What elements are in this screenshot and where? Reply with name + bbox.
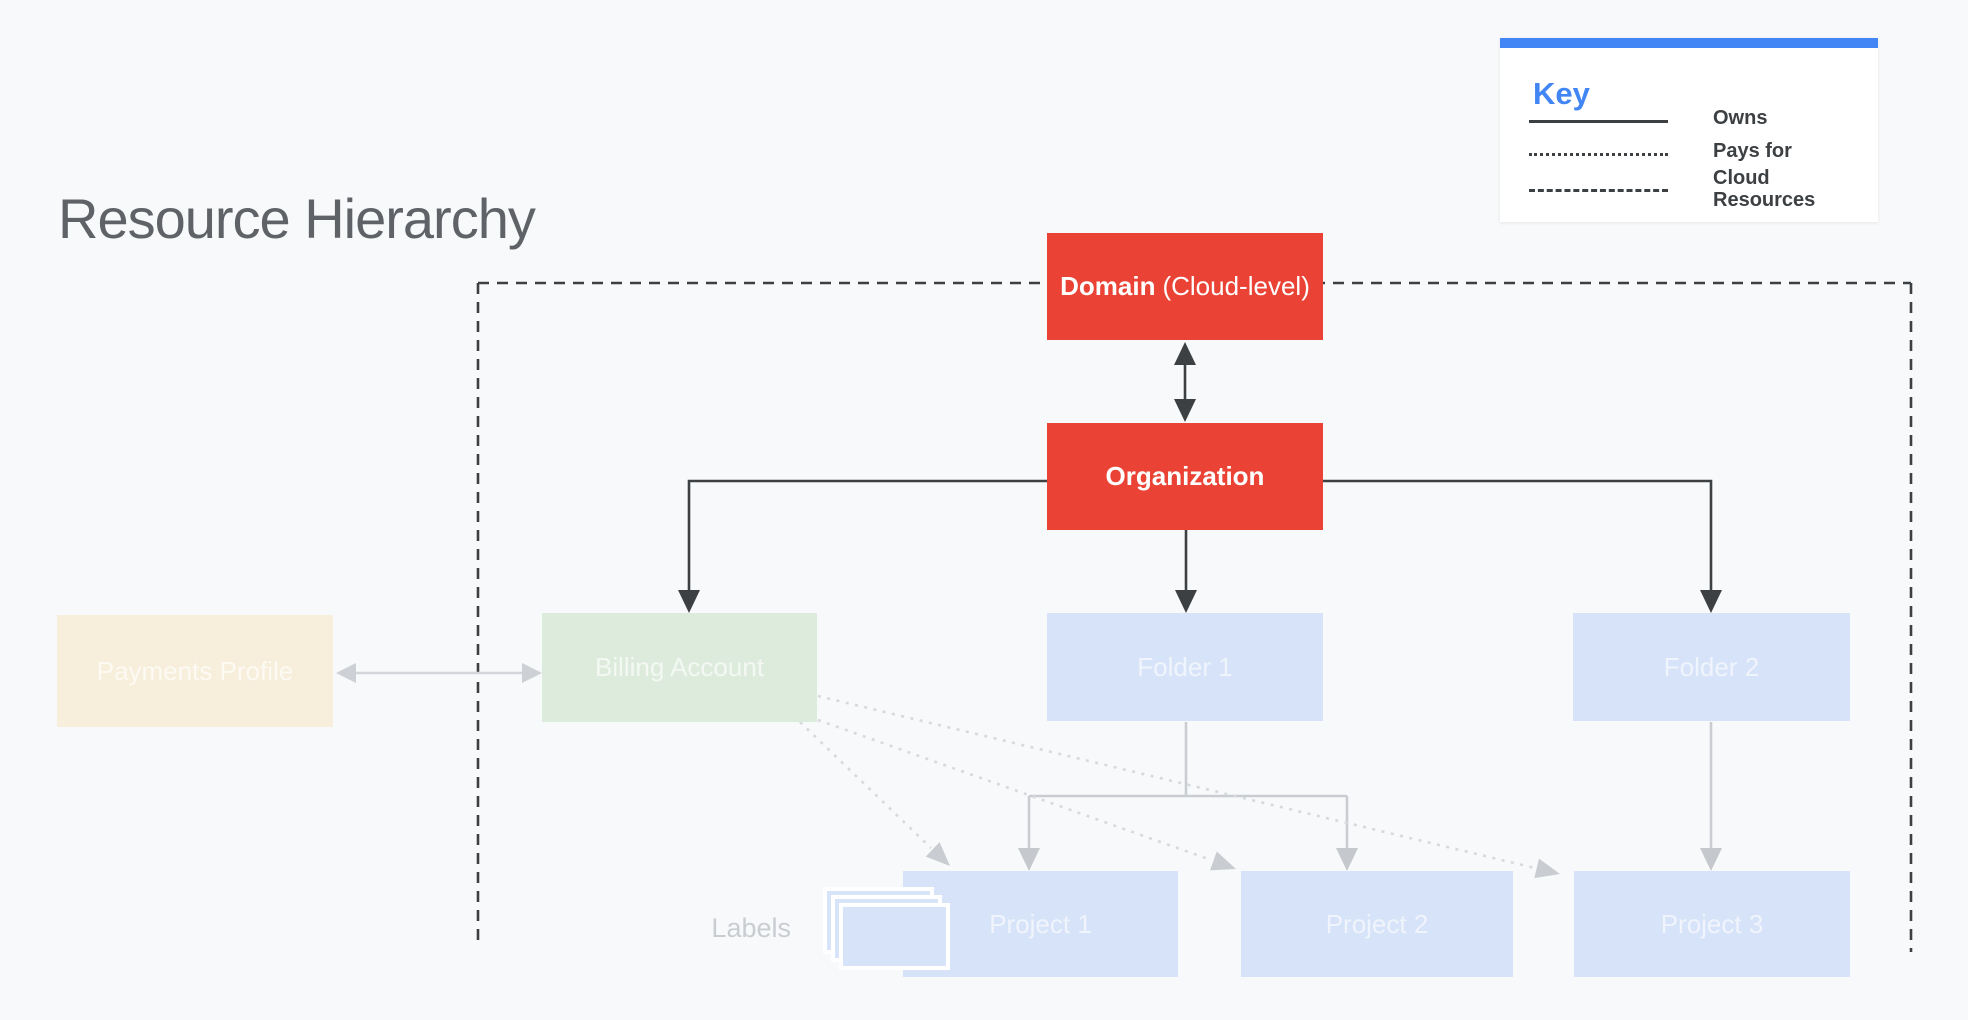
arrowhead-into-billing bbox=[678, 590, 700, 613]
cloud-resources-line-sample bbox=[1529, 189, 1668, 192]
organization-label: Organization bbox=[1105, 461, 1265, 491]
owns-line-org-to-billing bbox=[687, 479, 1048, 590]
billing-account-label: Billing Account bbox=[594, 652, 765, 682]
project3-box: Project 3 bbox=[1574, 871, 1850, 977]
folder1-label: Folder 1 bbox=[1137, 651, 1233, 682]
gray-arrowhead-into-project3 bbox=[1700, 848, 1722, 871]
payments-profile-box: Payments Profile bbox=[57, 615, 333, 727]
arrowhead-toward-payments bbox=[336, 663, 356, 683]
gray-arrowhead-into-project2 bbox=[1336, 848, 1358, 871]
payments-profile-label: Payments Profile bbox=[96, 655, 294, 686]
owns-line-sample bbox=[1529, 120, 1668, 123]
labels-caption: Labels bbox=[711, 913, 791, 943]
arrowhead-down-into-organization bbox=[1174, 399, 1196, 422]
label-card-front-icon bbox=[839, 903, 950, 970]
gray-arrowhead-into-project1 bbox=[1018, 848, 1040, 871]
project2-box: Project 2 bbox=[1241, 871, 1513, 977]
arrowhead-toward-billing bbox=[522, 663, 542, 683]
pays-for-line-sample bbox=[1529, 153, 1668, 156]
project2-label: Project 2 bbox=[1325, 908, 1429, 939]
paysfor-line-to-project2 bbox=[817, 718, 1212, 862]
labels-stack-icon bbox=[823, 887, 950, 970]
folder2-box: Folder 2 bbox=[1573, 613, 1850, 721]
folder2-label: Folder 2 bbox=[1663, 651, 1760, 682]
arrowhead-into-folder2 bbox=[1700, 590, 1722, 613]
domain-label-primary: Domain bbox=[1060, 271, 1156, 301]
organization-box: Organization bbox=[1047, 423, 1323, 530]
key-label-cloud-resources: Cloud Resources bbox=[1713, 167, 1816, 211]
key-panel-accent-bar bbox=[1500, 38, 1878, 48]
key-heading: Key bbox=[1533, 76, 1590, 111]
page-title: Resource Hierarchy bbox=[58, 187, 536, 250]
project3-label: Project 3 bbox=[1660, 908, 1764, 939]
arrowhead-up-into-domain bbox=[1174, 342, 1196, 365]
billing-account-box: Billing Account bbox=[542, 613, 817, 722]
dotted-arrowhead-project2 bbox=[1210, 851, 1236, 871]
dotted-arrowhead-project3 bbox=[1534, 858, 1560, 879]
key-label-owns: Owns bbox=[1713, 107, 1768, 129]
arrowhead-into-folder1 bbox=[1175, 590, 1197, 613]
project1-label: Project 1 bbox=[989, 908, 1092, 939]
paysfor-line-to-project1 bbox=[799, 721, 932, 849]
owns-line-org-to-folder2 bbox=[1322, 479, 1713, 590]
key-panel: Key Owns Pays for Cloud Resources bbox=[1500, 38, 1878, 222]
dotted-arrowhead-project1 bbox=[925, 842, 950, 866]
key-label-pays-for: Pays for bbox=[1713, 140, 1792, 162]
folder1-box: Folder 1 bbox=[1047, 613, 1323, 721]
domain-box: Domain (Cloud-level) bbox=[1047, 233, 1323, 340]
domain-label-secondary: (Cloud-level) bbox=[1162, 271, 1310, 301]
